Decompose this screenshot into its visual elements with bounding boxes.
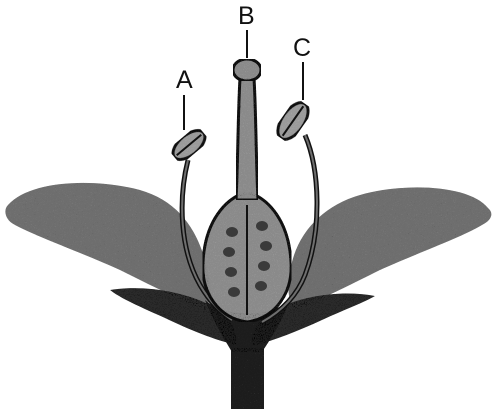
petal-left [5,183,210,310]
anther-left [168,125,210,165]
label-c: C [293,34,311,62]
stigma [233,59,261,81]
label-b: B [238,2,255,30]
label-a: A [176,66,193,94]
style [236,78,258,200]
stem [231,348,264,409]
